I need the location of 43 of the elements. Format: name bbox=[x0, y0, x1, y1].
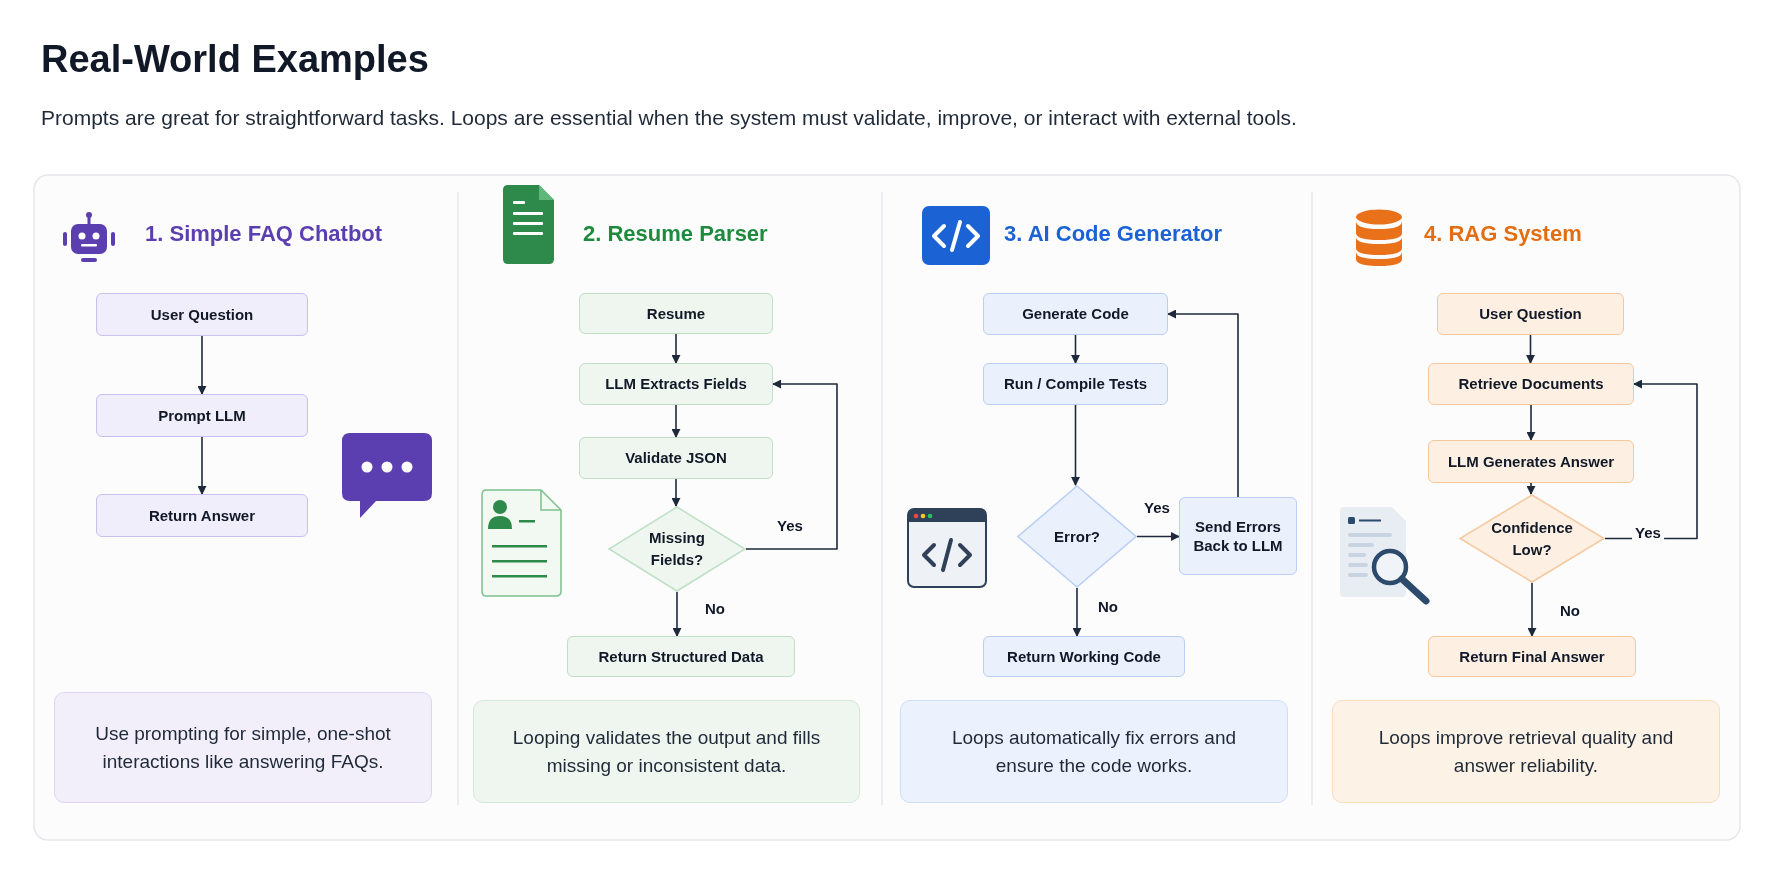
arrow bbox=[671, 333, 681, 364]
process-box: Return Final Answer bbox=[1428, 636, 1636, 677]
arrow bbox=[1072, 587, 1082, 637]
arrow bbox=[197, 335, 207, 395]
process-box: User Question bbox=[96, 293, 308, 336]
section-heading: 1. Simple FAQ Chatbot bbox=[145, 221, 383, 247]
section-heading: 3. AI Code Generator bbox=[1004, 221, 1222, 247]
arrow bbox=[671, 404, 681, 438]
process-box: Return Structured Data bbox=[567, 636, 795, 677]
arrow bbox=[1526, 482, 1536, 495]
process-box: LLM Extracts Fields bbox=[579, 363, 773, 405]
arrow bbox=[197, 436, 207, 495]
process-box: Validate JSON bbox=[579, 437, 773, 479]
section-heading: 2. Resume Parser bbox=[583, 221, 768, 247]
arrow bbox=[672, 591, 682, 637]
arrow bbox=[1167, 309, 1239, 498]
arrow bbox=[745, 379, 838, 550]
title: Real-World Examples bbox=[41, 38, 429, 81]
decision-diamond: Error? bbox=[1017, 485, 1137, 588]
arrow bbox=[1604, 379, 1698, 540]
arrow bbox=[1071, 334, 1080, 364]
arrow bbox=[1526, 404, 1536, 441]
process-box: Return Answer bbox=[96, 494, 308, 537]
arrow bbox=[671, 478, 681, 507]
process-box: Resume bbox=[579, 293, 773, 334]
process-box: Send Errors Back to LLM bbox=[1179, 497, 1297, 575]
process-box: LLM Generates Answer bbox=[1428, 440, 1634, 483]
arrow bbox=[1136, 532, 1180, 541]
subtitle: Prompts are great for straightforward tasks. Loops are essential when the system must validate, improve, or interact with external tools. bbox=[41, 106, 1297, 130]
note-box: Use prompting for simple, one-shot interactions like answering FAQs. bbox=[54, 692, 432, 803]
process-box: Retrieve Documents bbox=[1428, 363, 1634, 405]
section-heading: 4. RAG System bbox=[1424, 221, 1582, 247]
process-box: Prompt LLM bbox=[96, 394, 308, 437]
arrow bbox=[1526, 334, 1535, 364]
arrow bbox=[1527, 582, 1537, 637]
note-box: Looping validates the output and fills missing or inconsistent data. bbox=[473, 700, 860, 803]
process-box: Run / Compile Tests bbox=[983, 363, 1168, 405]
process-box: Return Working Code bbox=[983, 636, 1185, 677]
note-box: Loops automatically fix errors and ensure the code works. bbox=[900, 700, 1288, 803]
arrow bbox=[1071, 404, 1080, 486]
process-box: User Question bbox=[1437, 293, 1624, 335]
note-box: Loops improve retrieval quality and answer reliability. bbox=[1332, 700, 1720, 803]
process-box: Generate Code bbox=[983, 293, 1168, 335]
